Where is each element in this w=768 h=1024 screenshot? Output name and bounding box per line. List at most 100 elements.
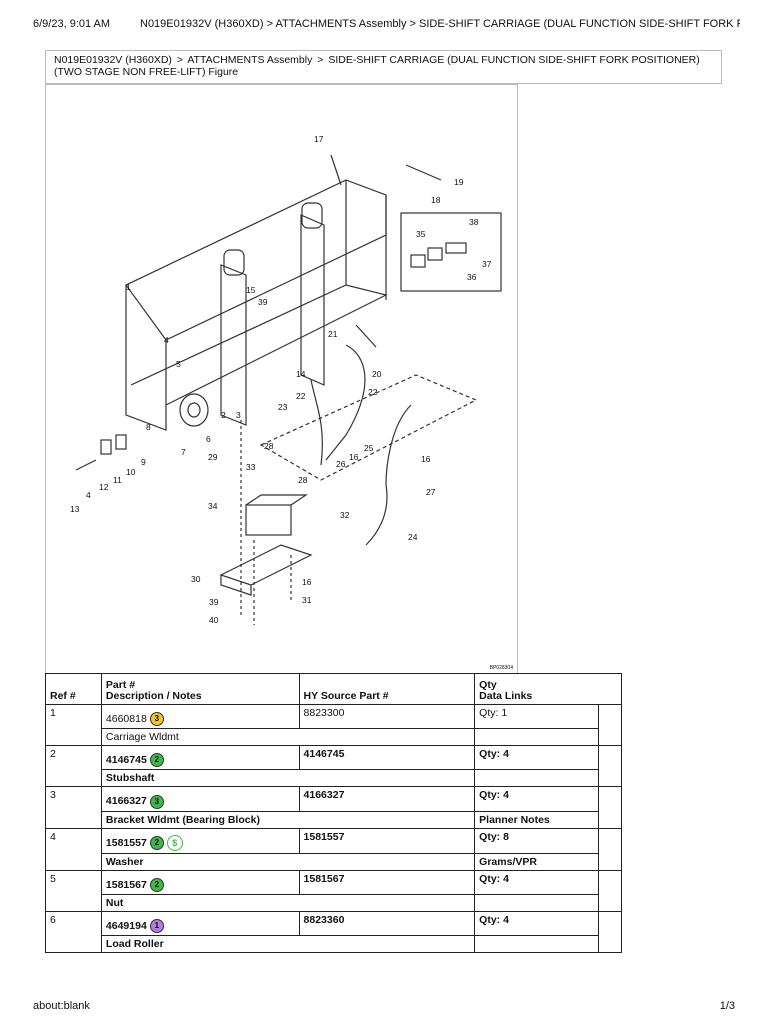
callout-label: 21 [328,329,338,339]
callout-label: 16 [349,452,359,462]
ref-cell: 2 [45,745,102,788]
part-number-link[interactable]: 1581567 [105,878,147,891]
col-header-qty: Qty Data Links [474,673,622,705]
callout-label: 12 [99,482,109,492]
breadcrumb-assembly[interactable]: ATTACHMENTS Assembly [187,54,313,66]
callout-label: 25 [364,443,374,453]
callout-label: 16 [302,577,312,587]
source-part-cell: 8823300 [298,703,476,730]
callout-label: 4 [164,335,169,345]
parts-table: Ref # Part # Description / Notes HY Sour… [45,673,622,954]
qty-cell: Qty: 1 [474,703,599,730]
description-cell: Carriage Wldmt [100,728,476,747]
part-number-link[interactable]: 4660818 [105,713,147,725]
price-icon[interactable]: $ [166,834,183,851]
table-row-description: Bracket Wldmt (Bearing Block)Planner Not… [46,810,622,829]
callout-label: 6 [206,434,211,444]
source-part-cell: 4146745 [298,745,476,771]
table-header-row: Ref # Part # Description / Notes HY Sour… [45,673,622,705]
ref-cell: 1 [45,703,102,747]
qty-cell: Qty: 4 [474,745,599,771]
availability-badge[interactable]: 2 [149,835,164,850]
description-cell: Load Roller [100,935,476,954]
callout-label: 28 [264,441,274,451]
callout-label: 30 [191,574,201,584]
callout-label: 14 [296,369,306,379]
source-part-cell: 4166327 [298,786,476,812]
callout-label: 40 [209,615,219,625]
part-number-link[interactable]: 4146745 [105,754,147,767]
callout-label: 2 [221,410,226,420]
callout-label: 39 [258,297,268,307]
availability-badge[interactable]: 3 [149,712,164,727]
availability-badge[interactable]: 3 [149,794,164,809]
data-link-cell[interactable] [474,894,599,913]
callout-label: 22 [296,391,306,401]
print-page-number: 1/3 [719,1000,735,1012]
breadcrumb-model[interactable]: N019E01932V (H360XD) [54,54,172,66]
breadcrumb-separator: > [176,54,183,66]
description-cell: Bracket Wldmt (Bearing Block) [100,810,476,829]
source-part-cell: 8823360 [298,911,476,937]
table-row-description: Carriage Wldmt [46,728,622,747]
data-link-cell[interactable]: Planner Notes [474,810,599,829]
availability-badge[interactable]: 1 [149,919,164,934]
availability-badge[interactable]: 2 [149,753,164,768]
part-number-link[interactable]: 1581557 [105,836,147,849]
callout-label: 15 [246,285,256,295]
callout-label: 26 [336,459,346,469]
callout-label: 36 [467,272,477,282]
callout-label: 9 [141,457,146,467]
callout-label: 18 [431,195,441,205]
callout-label: 32 [340,510,350,520]
print-title: N019E01932V (H360XD) > ATTACHMENTS Assem… [140,18,740,30]
col-header-ref: Ref # [45,673,102,705]
col-header-part-number: Part # [105,679,136,691]
table-row-description: Nut [46,894,622,913]
print-datetime: 6/9/23, 9:01 AM [33,18,111,30]
data-link-cell[interactable] [474,728,599,747]
print-footer-url: about:blank [33,1000,90,1012]
callout-label: 35 [416,229,426,239]
table-row-description: Stubshaft [46,769,622,788]
table-row-description: Load Roller [46,935,622,954]
col-header-description: Description / Notes [105,690,202,702]
action-cell [598,703,622,747]
callout-label: 39 [209,597,219,607]
data-link-cell[interactable]: Grams/VPR [474,852,599,871]
ref-cell: 5 [45,869,102,913]
action-cell [598,869,622,913]
part-number-link[interactable]: 4166327 [105,795,147,808]
data-link-cell[interactable] [474,935,599,954]
callout-label: 1 [126,282,131,292]
callout-label: 4 [86,490,91,500]
breadcrumb-figure: SIDE-SHIFT CARRIAGE (DUAL FUNCTION SIDE-… [54,54,700,78]
callout-label: 8 [146,422,151,432]
description-cell: Stubshaft [100,769,476,788]
callout-label: 27 [426,487,436,497]
part-number-link[interactable]: 4649194 [105,920,147,933]
callout-label: 11 [113,475,122,485]
ref-cell: 4 [45,827,102,871]
carriage-drawing: 17 19 18 38 35 37 36 1 15 39 21 4 5 20 1… [70,134,502,625]
col-header-source: HY Source Part # [298,673,476,705]
action-cell [598,786,622,829]
col-header-part: Part # Description / Notes [100,673,300,705]
callout-label: 3 [236,410,241,420]
callout-label: 22 [368,387,378,397]
callout-label: 16 [421,454,431,464]
availability-badge[interactable]: 2 [149,878,164,893]
ref-cell: 6 [45,911,102,954]
breadcrumb: N019E01932V (H360XD) > ATTACHMENTS Assem… [45,50,722,84]
data-link-cell[interactable] [474,769,599,788]
qty-cell: Qty: 4 [474,786,599,812]
callout-label: 7 [181,447,186,457]
